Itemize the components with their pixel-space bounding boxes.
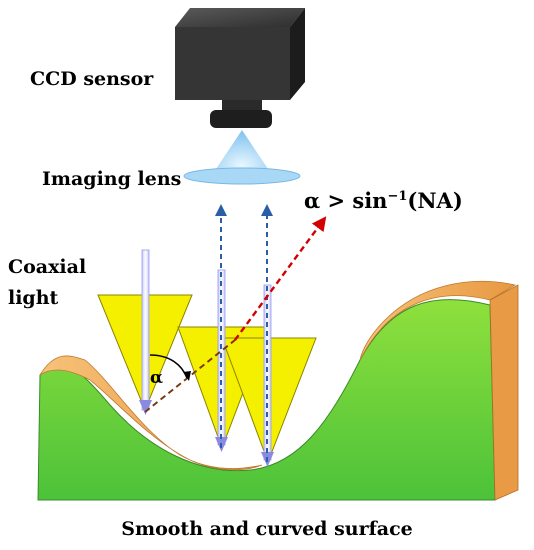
angle-condition-label: α > sin−1(NA) [304,188,463,213]
lens-cone [212,130,272,175]
oblique-ray-upper [234,216,327,341]
surface-edge-left [39,355,263,471]
condition-suffix: (NA) [407,188,463,213]
alpha-angle-label: α [150,368,164,388]
surface-edge-right [359,280,517,361]
surface-front-face [37,299,496,501]
beam-arrow-1 [139,400,152,415]
coaxial-label-line2: light [8,287,59,309]
camera-top [175,8,305,27]
surface-caption: Smooth and curved surface [121,518,413,540]
oblique-ray [144,216,327,413]
curved-surface [37,280,519,501]
ccd-sensor-label: CCD sensor [30,68,154,90]
camera-lens-barrel [210,110,272,128]
surface-right-face [489,284,519,501]
imaging-lens-label: Imaging lens [42,168,182,190]
camera-side [290,8,305,100]
reflected-rays [215,204,273,462]
lens-disc [183,167,301,185]
condition-exponent: −1 [387,189,408,204]
coaxial-beam-1 [141,249,150,411]
coaxial-light-label: Coaxial light [8,252,86,314]
angle-arc-head [183,371,191,381]
camera-mount [222,100,262,112]
imaging-lens [183,130,301,185]
camera-front [175,27,290,100]
coaxial-label-line1: Coaxial [8,256,87,278]
ccd-camera [175,8,305,128]
condition-prefix: α > sin [304,188,388,213]
